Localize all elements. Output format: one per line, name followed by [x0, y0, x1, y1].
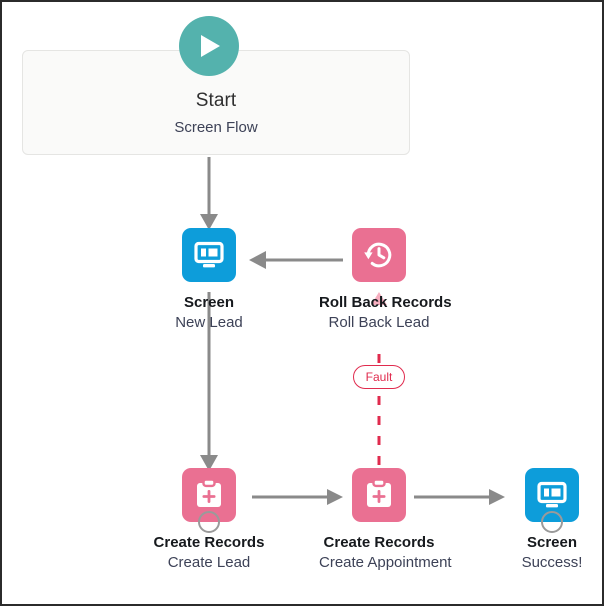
node-subtitle: Success!: [521, 554, 583, 571]
fault-label: Fault: [365, 370, 393, 384]
node-roll-back-records[interactable]: Roll Back Records Roll Back Lead: [319, 228, 452, 331]
end-connector-circle[interactable]: [198, 511, 220, 533]
node-title: Roll Back Records: [319, 294, 452, 311]
node-title: Create Records: [323, 534, 435, 551]
fault-badge[interactable]: Fault: [353, 365, 405, 389]
screen-icon[interactable]: [525, 468, 579, 533]
node-subtitle: Create Lead: [167, 554, 251, 571]
rollback-clock-icon[interactable]: [352, 228, 406, 282]
node-subtitle: Create Appointment: [319, 554, 452, 571]
end-connector-circle[interactable]: [541, 511, 563, 533]
node-subtitle: Roll Back Lead: [328, 314, 430, 331]
node-screen-success[interactable]: Screen Success!: [492, 468, 602, 571]
node-title: Screen: [183, 294, 235, 311]
start-title: Start: [195, 90, 237, 111]
node-title: Create Records: [153, 534, 265, 551]
clipboard-plus-icon[interactable]: [352, 468, 406, 522]
node-create-lead[interactable]: Create Records Create Lead: [149, 468, 269, 571]
screen-icon[interactable]: [182, 228, 236, 282]
start-subtitle: Screen Flow: [174, 119, 258, 136]
node-subtitle: New Lead: [175, 314, 243, 331]
node-screen-new-lead[interactable]: Screen New Lead: [149, 228, 269, 331]
node-create-appointment[interactable]: Create Records Create Appointment: [319, 468, 452, 571]
node-title: Screen: [526, 534, 578, 551]
play-icon[interactable]: [179, 16, 239, 76]
clipboard-plus-icon[interactable]: [182, 468, 236, 533]
connector-start-to-screen: [200, 157, 218, 230]
